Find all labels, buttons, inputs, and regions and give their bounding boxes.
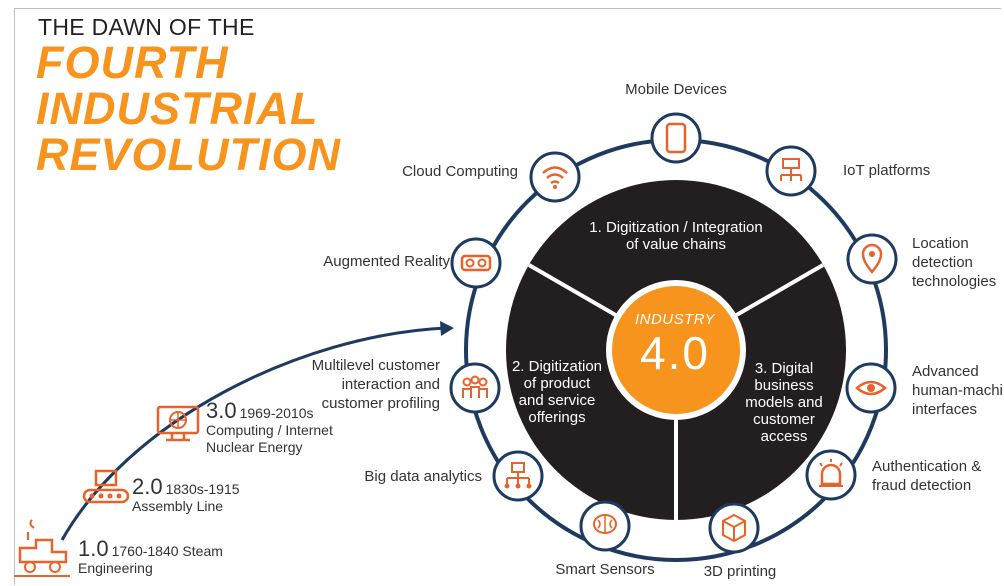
image-frame <box>14 8 1001 585</box>
computer-icon <box>156 405 200 442</box>
label-hmi: Advanced human-machine interfaces <box>912 362 1002 419</box>
label-line: fraud detection <box>872 477 972 494</box>
label-mobile-devices: Mobile Devices <box>625 81 727 98</box>
label-line: Authentication & <box>872 458 982 475</box>
segment-top-line: of value chains <box>625 236 727 253</box>
main-title: FOURTH INDUSTRIAL REVOLUTION <box>36 40 341 178</box>
label-line: Multilevel customer <box>311 357 440 374</box>
era-line: Engineering <box>78 560 153 576</box>
label-location: Location detection technologies <box>912 234 996 291</box>
iot-platforms-icon <box>765 145 817 197</box>
era-years: 1760-1840 Steam <box>111 543 223 559</box>
3d-printing-icon <box>708 502 760 554</box>
vr-headset-icon <box>450 237 502 289</box>
era-line: Computing / Internet <box>206 422 333 438</box>
label-line: Location <box>912 235 969 252</box>
hub <box>612 286 740 414</box>
segment-right-line: customer <box>753 411 815 428</box>
segment-left-line: and service <box>518 392 596 409</box>
brain-icon <box>579 500 631 552</box>
segment-right-text: 3. Digital business models and customer … <box>734 360 834 445</box>
title-line-1: FOURTH <box>36 37 229 88</box>
segment-top-line: 1. Digitization / Integration <box>589 219 763 236</box>
segment-left-line: 2. Digitization <box>511 358 603 375</box>
segment-top-text: 1. Digitization / Integration of value c… <box>566 219 786 253</box>
wifi-icon <box>529 151 581 203</box>
era-years: 1969-2010s <box>239 405 314 421</box>
label-smart-sensors: Smart Sensors <box>555 561 655 578</box>
segment-right-line: business <box>754 377 814 394</box>
segment-left-line: offerings <box>528 409 586 426</box>
label-line: detection <box>912 254 973 271</box>
assembly-line-icon <box>82 469 130 504</box>
label-line: human-machine <box>912 382 1002 399</box>
era-years: 1830s-1915 <box>165 481 240 497</box>
label-cloud-computing: Cloud Computing <box>402 163 518 180</box>
segment-right-line: 3. Digital <box>754 360 814 377</box>
label-authentication: Authentication & fraud detection <box>872 457 981 495</box>
mobile-devices-icon <box>650 112 702 164</box>
label-3d-printing: 3D printing <box>703 563 777 580</box>
label-big-data: Big data analytics <box>364 468 482 485</box>
era-line: Assembly Line <box>132 498 224 514</box>
label-profiling: Multilevel customer interaction and cust… <box>290 356 440 413</box>
location-icon <box>846 233 898 285</box>
alarm-icon <box>805 449 857 501</box>
label-line: interaction and <box>341 376 440 393</box>
segment-right-line: access <box>760 428 808 445</box>
label-augmented-reality: Augmented Reality <box>323 253 450 270</box>
pre-title: THE DAWN OF THE <box>38 14 255 40</box>
eye-icon <box>845 362 897 414</box>
label-line: technologies <box>912 273 997 290</box>
era-number: 2.0 <box>132 474 163 499</box>
industry-label: INDUSTRY <box>634 311 716 328</box>
industry-version: 4.0 <box>640 327 710 379</box>
label-iot-platforms: IoT platforms <box>843 162 931 179</box>
title-line-3: REVOLUTION <box>36 129 342 180</box>
era-line: Nuclear Energy <box>206 439 303 455</box>
label-line: Advanced <box>912 363 979 380</box>
title-line-2: INDUSTRIAL <box>36 83 319 134</box>
timeline-arrow <box>60 326 447 541</box>
segment-right-line: models and <box>745 394 823 411</box>
steam-engine-icon <box>14 519 70 577</box>
arrow-head <box>440 321 454 336</box>
people-icon <box>449 362 501 414</box>
segment-left-line: of product <box>523 375 591 392</box>
segment-left-text: 2. Digitization of product and service o… <box>502 358 612 426</box>
label-line: customer profiling <box>321 395 440 412</box>
era-number: 3.0 <box>206 398 237 423</box>
era-number: 1.0 <box>78 536 109 561</box>
label-line: interfaces <box>912 401 978 418</box>
big-data-icon <box>492 450 544 502</box>
